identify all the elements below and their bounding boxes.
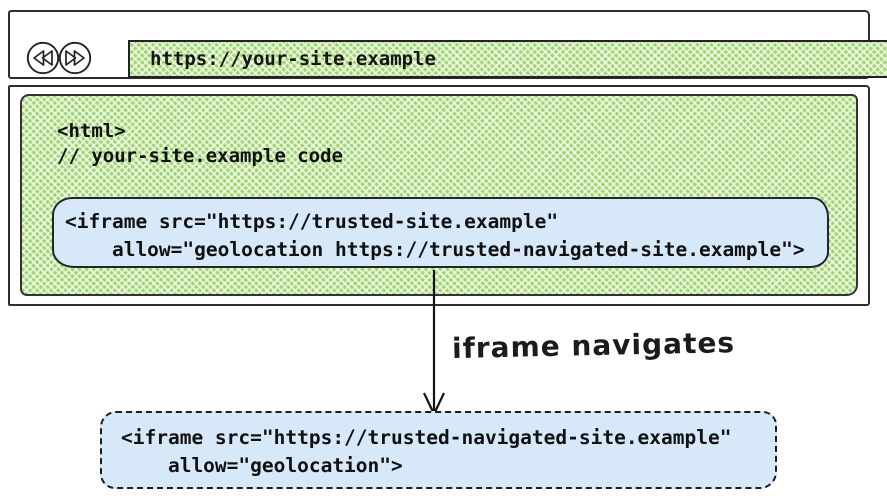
browser-topbar: https://your-site.example (8, 10, 887, 79)
nav-buttons (26, 41, 92, 75)
iframe-navigated-box: <iframe src="https://trusted-navigated-s… (100, 411, 777, 489)
iframe-navigated-line1: <iframe src="https://trusted-navigated-s… (121, 426, 732, 449)
address-bar-url: https://your-site.example (150, 48, 436, 70)
arrow-annotation: iframe navigates (451, 326, 736, 366)
forward-icon (58, 41, 92, 75)
iframe-embed-code: <iframe src="https://trusted-site.exampl… (65, 208, 805, 264)
iframe-embed-line1: <iframe src="https://trusted-site.exampl… (65, 210, 559, 233)
html-open-tag: <html> (57, 120, 126, 142)
back-icon (26, 41, 60, 75)
iframe-embed-box: <iframe src="https://trusted-site.exampl… (52, 197, 829, 268)
navigation-down-arrow-icon (423, 270, 445, 416)
iframe-navigated-code: <iframe src="https://trusted-navigated-s… (121, 424, 731, 480)
page-source-code: <html> // your-site.example code (57, 119, 343, 169)
iframe-embed-line2: allow="geolocation https://trusted-navig… (65, 238, 805, 261)
page-code-comment: // your-site.example code (57, 145, 343, 167)
iframe-navigated-line2: allow="geolocation"> (121, 454, 403, 477)
address-bar: https://your-site.example (128, 40, 887, 78)
